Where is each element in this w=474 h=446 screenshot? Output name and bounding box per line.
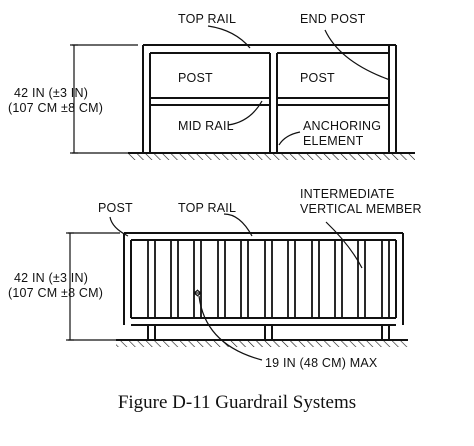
top-guardrail-diagram [70, 25, 415, 160]
anchoring-leader [278, 131, 301, 146]
anchoring-label-line1: ANCHORING [303, 119, 381, 133]
spacing-label: 19 IN (48 CM) MAX [265, 356, 378, 370]
bottom-post-foot-right [381, 325, 390, 340]
bottom-guardrail-diagram [66, 213, 408, 361]
bottom-top-rail-label: TOP RAIL [178, 201, 236, 215]
bottom-post-foot-middle [264, 325, 273, 340]
top-end-post [388, 45, 397, 153]
bottom-bottom-rail [131, 317, 396, 326]
bottom-ground-hatch [116, 340, 408, 347]
intermediate-label-line2: VERTICAL MEMBER [300, 202, 422, 216]
post-label-right: POST [300, 71, 335, 85]
bottom-post-label: POST [98, 201, 133, 215]
end-post-label: END POST [300, 12, 366, 26]
top-rail-label: TOP RAIL [178, 12, 236, 26]
bottom-top-rail-leader [223, 213, 253, 237]
bottom-post-foot-left [147, 325, 156, 340]
bottom-post-leader [109, 216, 129, 237]
spacing-dimension [193, 289, 202, 297]
post-label-left: POST [178, 71, 213, 85]
bottom-height-label-line1: 42 IN (±3 IN) [14, 271, 88, 285]
top-mid-rail [150, 97, 389, 106]
top-height-dimension [70, 44, 138, 154]
intermediate-label-line1: INTERMEDIATE [300, 187, 395, 201]
top-height-label-line1: 42 IN (±3 IN) [14, 86, 88, 100]
top-height-label-line2: (107 CM ±8 CM) [8, 101, 103, 115]
top-middle-post [269, 53, 278, 153]
mid-rail-label: MID RAIL [178, 119, 234, 133]
top-rail-leader [207, 25, 251, 49]
bottom-right-end-post [395, 233, 404, 325]
intermediate-vertical-members [147, 240, 390, 318]
bottom-height-dimension [66, 232, 120, 341]
mid-rail-leader [227, 100, 263, 126]
bottom-left-end-post [123, 233, 132, 325]
top-left-post [142, 45, 151, 153]
bottom-height-label-line2: (107 CM ±8 CM) [8, 286, 103, 300]
top-top-rail [143, 44, 396, 54]
intermediate-member-leader [325, 221, 363, 269]
top-ground-hatch [128, 153, 415, 160]
spacing-leader [198, 295, 263, 361]
anchoring-label-line2: ELEMENT [303, 134, 364, 148]
end-post-leader [324, 29, 391, 81]
bottom-top-rail [124, 232, 403, 241]
figure-caption: Figure D-11 Guardrail Systems [117, 392, 357, 413]
